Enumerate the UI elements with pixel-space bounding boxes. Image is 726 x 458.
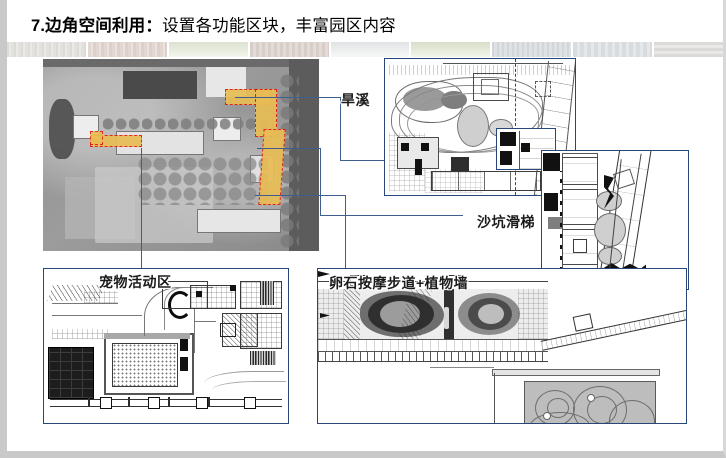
thumbnail-image (249, 42, 329, 57)
thumbnail-image (654, 42, 723, 57)
site-masterplan-aerial[interactable] (43, 59, 319, 251)
connector-line-dry-creek (340, 160, 384, 161)
cobble-path-elevation[interactable] (317, 268, 687, 424)
callout-label-pet-area: 宠物活动区 (99, 274, 172, 290)
thumbnail-image (87, 42, 167, 57)
slide-canvas: 7.边角空间利用：设置各功能区块，丰富园区内容 (7, 0, 723, 451)
callout-label-sandpit: 沙坑滑梯 (477, 214, 535, 230)
cad-drawing-sandpit (542, 151, 688, 289)
connector-line-cobble-path (255, 195, 345, 196)
masterplan-building (197, 209, 281, 233)
masterplan-tree-row (279, 73, 299, 249)
reference-photo-strip (7, 42, 723, 57)
connector-line-sandpit (320, 148, 321, 215)
page-title: 7.边角空间利用：设置各功能区块，丰富园区内容 (31, 12, 396, 36)
thumbnail-image (7, 42, 86, 57)
thumbnail-image (411, 42, 491, 57)
cad-drawing-dry-creek (385, 59, 575, 195)
masterplan-building (123, 71, 197, 99)
thumbnail-image (492, 42, 572, 57)
callout-label-dry-creek: 旱溪 (341, 92, 370, 108)
page-title-subtitle: 设置各功能区块，丰富园区内容 (162, 17, 396, 35)
connector-line-cobble-path (345, 195, 346, 270)
thumbnail-image (573, 42, 653, 57)
sandpit-slide-plan[interactable] (541, 150, 689, 290)
page-title-main: 边角空间利用： (45, 17, 163, 35)
masterplan-water-body (49, 99, 75, 159)
connector-line-sandpit (320, 215, 463, 216)
masterplan-building (73, 115, 99, 139)
highlight-zone-pet-area-b[interactable] (90, 131, 103, 145)
connector-line-dry-creek (235, 97, 340, 98)
pet-area-plan[interactable] (43, 268, 289, 424)
page-title-number: 7. (31, 17, 46, 35)
thumbnail-image (168, 42, 248, 57)
callout-label-cobble-path: 卵石按摩步道+植物墙 (329, 275, 469, 291)
connector-line-dry-creek (340, 97, 341, 160)
masterplan-top-road (43, 59, 319, 67)
connector-line-pet-area (141, 148, 142, 270)
masterplan-tree-cluster (138, 157, 268, 205)
cad-drawing-cobble-path (318, 269, 686, 423)
masterplan-tree-row (103, 117, 273, 131)
connector-line-sandpit (257, 148, 320, 149)
cad-drawing-pet-area (44, 269, 288, 423)
thumbnail-image (330, 42, 410, 57)
